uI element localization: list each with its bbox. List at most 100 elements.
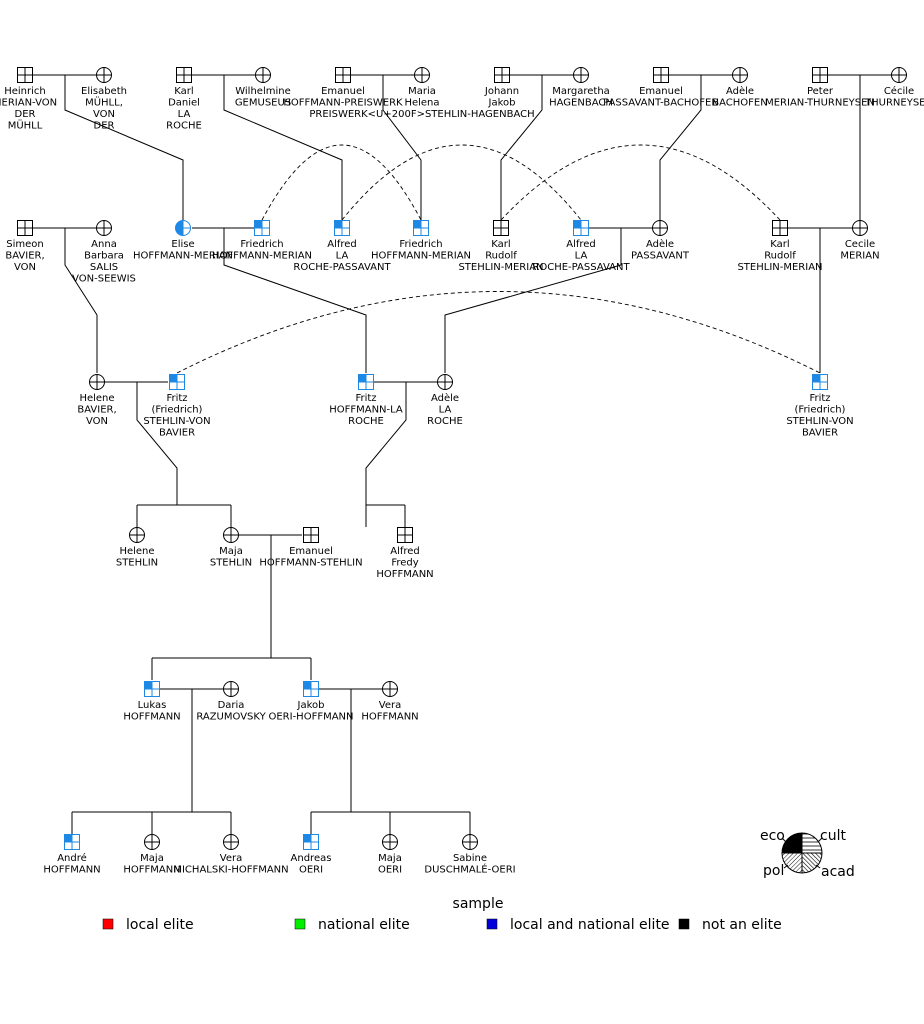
person-label-line: Fritz xyxy=(809,393,830,404)
legend-label-local-elite: local elite xyxy=(126,917,194,933)
duplicate-links xyxy=(176,144,821,374)
highlight-quadrant xyxy=(303,834,311,842)
person-label-line: Wilhelmine xyxy=(235,86,291,97)
person-label-line: ROCHE-PASSAVANT xyxy=(293,262,391,273)
person-label-line: Helene xyxy=(79,393,114,404)
person-label-line: Vera xyxy=(220,853,242,864)
person-label-line: HAGENBACH xyxy=(549,98,613,109)
person-label-line: Maja xyxy=(219,546,243,557)
person-label-line: Barbara xyxy=(84,251,124,262)
person-label-line: VON xyxy=(93,109,115,120)
person-label-line: Maja xyxy=(378,853,402,864)
person-label-line: HOFFMANN-LA xyxy=(329,405,403,416)
person-label-line: RAZUMOVSKY xyxy=(196,712,266,723)
person-label-line: BAVIER xyxy=(802,428,838,439)
person-label-line: Adèle xyxy=(431,392,459,404)
person-label-line: STEHLIN xyxy=(116,558,158,569)
person-label-line: SALIS xyxy=(90,262,118,273)
legend-label-national-elite: national elite xyxy=(318,917,410,933)
legend-title: sample xyxy=(453,896,504,912)
person-label-line: Elisabeth xyxy=(81,86,127,97)
person-label-line: HOFFMANN-MERIAN xyxy=(212,251,312,262)
person-label-line: PREISWERK<U+200F>STEHLIN-HAGENBACH xyxy=(309,109,534,120)
person-label-line: BAVIER xyxy=(159,428,195,439)
legend-swatch-national-elite xyxy=(294,918,306,930)
person-label-line: Fritz xyxy=(355,393,376,404)
legend-label-local-and-national-elite: local and national elite xyxy=(510,917,670,933)
person-label-line: Fredy xyxy=(391,558,418,569)
person-label-line: MERIAN xyxy=(840,251,879,262)
pie-cult-label: cult xyxy=(820,828,846,844)
legend-swatch-local-elite xyxy=(102,918,114,930)
highlight-quadrant xyxy=(64,834,72,842)
key-pie: eco cult pol acad xyxy=(760,828,855,880)
person-label-line: VON xyxy=(86,416,108,427)
person-label-line: Friedrich xyxy=(240,239,283,250)
person-label-line: Helena xyxy=(404,98,439,109)
person-label-line: Emanuel xyxy=(639,86,683,97)
person-label-line: Cecile xyxy=(845,239,875,250)
person-label-line: ROCHE xyxy=(348,416,384,427)
person-label-line: DER xyxy=(94,121,115,132)
pie-pol-label: pol xyxy=(763,863,784,879)
person-label-line: DUSCHMALÉ-OERI xyxy=(424,863,515,876)
highlight-quadrant xyxy=(573,220,581,228)
highlight-quadrant xyxy=(303,681,311,689)
person-label-line: OERI-HOFFMANN xyxy=(268,712,353,723)
legend-label-not-an-elite: not an elite xyxy=(702,917,782,933)
person-label-line: BAVIER, xyxy=(77,405,116,416)
person-label-line: HOFFMANN-MERIAN xyxy=(371,251,471,262)
highlight-quadrant xyxy=(358,374,366,382)
highlight-quadrant xyxy=(144,681,152,689)
person-label-line: Adèle xyxy=(646,238,674,250)
person-label-line: Jakob xyxy=(488,98,516,109)
person-label-line: STEHLIN-MERIAN xyxy=(737,262,822,273)
person-label-line: STEHLIN xyxy=(210,558,252,569)
person-label-line: DER xyxy=(15,109,36,120)
person-label-line: Karl xyxy=(770,239,789,250)
